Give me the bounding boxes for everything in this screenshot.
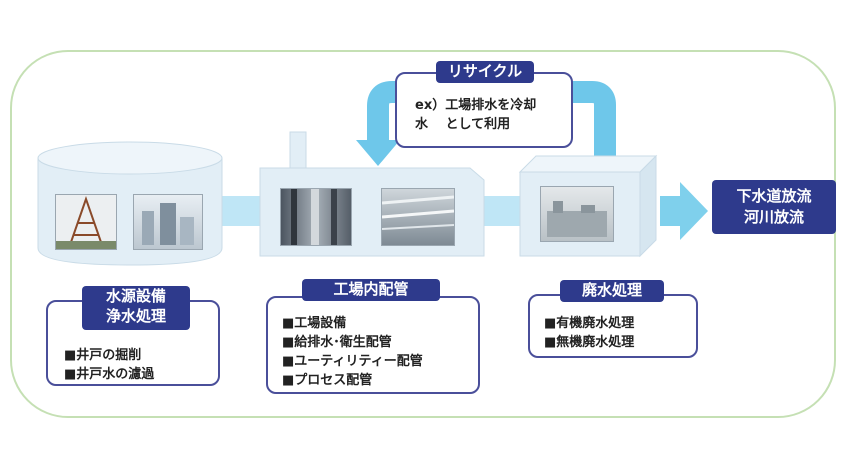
factory-piping-item-3: ■ユーティリティー配管: [282, 354, 423, 369]
purification-plant-photo: [133, 194, 203, 250]
wastewater-box-info: ■有機廃水処理 ■無機廃水処理: [528, 294, 698, 358]
water-source-title-1: 水源設備: [105, 287, 166, 305]
well-tower-photo: [55, 194, 117, 250]
wastewater-item-1: ■有機廃水処理: [544, 316, 635, 331]
factory-piping-box: ■工場設備 ■給排水･衛生配管 ■ユーティリティー配管 ■プロセス配管: [266, 296, 480, 394]
factory-equipment-photo: [280, 188, 352, 246]
wastewater-item-2: ■無機廃水処理: [544, 335, 635, 350]
wastewater-plant-photo: [540, 186, 614, 242]
water-source-item-1: ■井戸の掘削: [64, 348, 142, 363]
factory-piping-item-4: ■プロセス配管: [282, 373, 373, 388]
factory-piping-item-1: ■工場設備: [282, 316, 347, 331]
water-source-item-2: ■井戸水の濾過: [64, 367, 155, 382]
destination-line-2: 河川放流: [743, 208, 804, 226]
recycle-line-2: 水 として利用: [415, 117, 511, 132]
factory-piping-label: 工場内配管: [302, 279, 440, 301]
water-source-box: ■井戸の掘削 ■井戸水の濾過: [46, 300, 220, 386]
recycle-arrowhead: [356, 140, 400, 166]
flow-arrow-out: [660, 182, 708, 240]
recycle-label: リサイクル: [436, 61, 534, 83]
recycle-line-1: ex）工場排水を冷却: [415, 98, 537, 113]
discharge-destination: 下水道放流 河川放流: [712, 180, 836, 234]
water-source-label: 水源設備 浄水処理: [82, 286, 190, 330]
factory-piping-item-2: ■給排水･衛生配管: [282, 335, 392, 350]
wastewater-label: 廃水処理: [560, 280, 664, 302]
water-source-title-2: 浄水処理: [105, 307, 166, 325]
destination-line-1: 下水道放流: [736, 187, 812, 205]
flow-band-1: [215, 196, 265, 226]
recycle-box: ex）工場排水を冷却 水 として利用: [395, 72, 573, 148]
piping-ceiling-photo: [381, 188, 455, 246]
outer-frame: [10, 50, 836, 418]
